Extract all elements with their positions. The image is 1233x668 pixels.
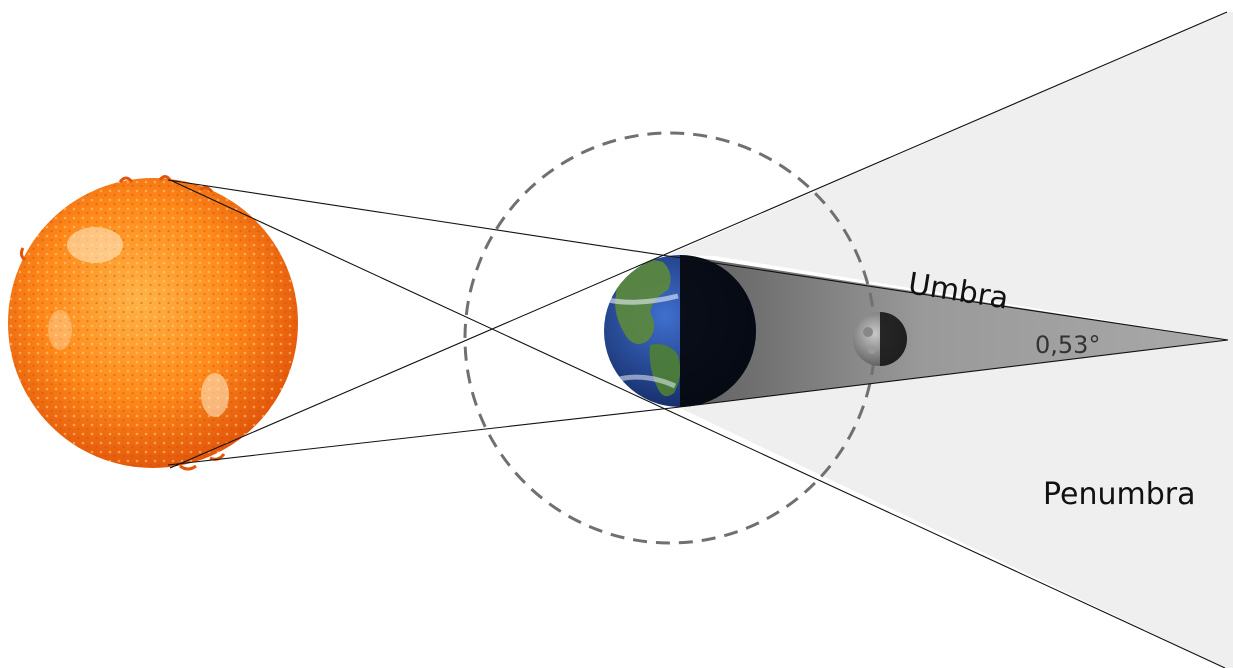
tangent-rays <box>167 11 1229 668</box>
ray-upper-outer <box>167 179 669 257</box>
ray-lower-outer <box>167 406 681 466</box>
angle-label: 0,53° <box>1035 331 1100 359</box>
ray-umbra-upper <box>667 255 1229 341</box>
umbra-cone <box>680 255 1228 407</box>
penumbra-region <box>668 12 1233 668</box>
sun <box>8 175 298 471</box>
ray-cross-up <box>169 11 1228 469</box>
penumbra-label: Penumbra <box>1043 477 1196 512</box>
ray-umbra-lower <box>679 339 1229 408</box>
ray-cross-down <box>169 179 1226 668</box>
